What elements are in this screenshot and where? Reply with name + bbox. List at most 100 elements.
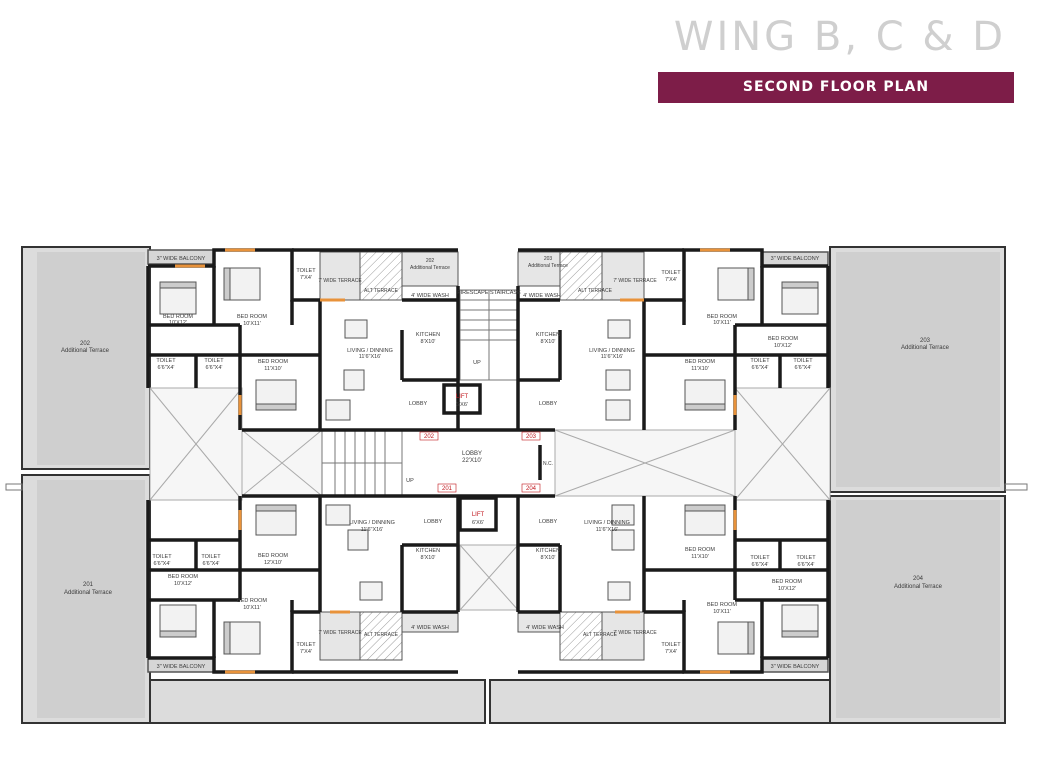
kitchen-label: KITCHEN <box>416 548 440 554</box>
wash-label: 4' WIDE WASH <box>411 625 449 631</box>
toilet-size: 6'6"X4' <box>798 562 815 568</box>
door-202-label: 202 <box>424 434 435 440</box>
lift-size: 6'X6' <box>472 520 484 526</box>
terrace-201-number: 201 <box>83 582 94 588</box>
flat-201: 3" WIDE BALCONY TOILET 7'X4' BED ROOM 10… <box>152 520 449 670</box>
wing-title: WING B, C & D <box>673 14 1007 60</box>
toilet-label: TOILET <box>793 358 813 364</box>
outer-terraces <box>5 246 1028 724</box>
floor-plan-label: SECOND FLOOR PLAN <box>742 79 930 95</box>
lobby-label: LOBBY <box>424 519 443 525</box>
door-203-label: 203 <box>526 434 537 440</box>
living-size: 11'6"X16' <box>359 354 382 360</box>
bedroom-size: 10'X12' <box>774 343 792 349</box>
toilet-label: TOILET <box>661 270 681 276</box>
toilet-size: 6'6"X4' <box>795 365 812 371</box>
light-wells <box>149 387 831 611</box>
toilet-size: 7'X4' <box>665 649 677 655</box>
kitchen-size: 8'X10' <box>421 339 436 345</box>
kitchen-size: 8'X10' <box>541 555 556 561</box>
door-201-label: 201 <box>442 486 453 492</box>
terrace-201-label: Additional Terrace <box>64 590 113 596</box>
lift-label: LIFT <box>456 394 469 400</box>
terrace-204-number: 204 <box>913 576 924 582</box>
toilet-size: 7'X4' <box>665 277 677 283</box>
bedroom-label: BED ROOM <box>707 314 737 320</box>
toilet-label: TOILET <box>296 268 316 274</box>
bedroom-label: BED ROOM <box>707 602 737 608</box>
bedroom-size: 10'X12' <box>169 320 187 326</box>
bottom-terrace-right <box>489 679 831 724</box>
flat-204: 3" WIDE BALCONY TOILET 7'X4' BED ROOM 10… <box>526 520 820 670</box>
lobby-label: LOBBY <box>539 519 558 525</box>
bedroom-size: 10'X11' <box>243 605 261 611</box>
toilet-label: TOILET <box>201 554 221 560</box>
terrace-202-number: 202 <box>80 341 91 347</box>
bedroom-label: BED ROOM <box>258 553 288 559</box>
toilet-size: 6'6"X4' <box>752 562 769 568</box>
bedroom-label: BED ROOM <box>768 336 798 342</box>
core: FIRESCAPE STAIRCASE UP UP LIFT 6'X6' LIF… <box>406 290 557 526</box>
living-label: LIVING / DINNING <box>584 520 630 526</box>
lift-label: LIFT <box>472 512 485 518</box>
add-terrace-number: 202 <box>426 258 435 264</box>
toilet-label: TOILET <box>796 555 816 561</box>
add-terrace-label: Additional Terrace <box>410 265 450 271</box>
toilet-label: TOILET <box>750 555 770 561</box>
kitchen-size: 8'X10' <box>541 339 556 345</box>
toilet-label: TOILET <box>750 358 770 364</box>
wash-label: 4' WIDE WASH <box>526 625 564 631</box>
firescape-label: FIRESCAPE STAIRCASE <box>457 290 521 296</box>
toilet-label: TOILET <box>156 358 176 364</box>
bedroom-size: 10'X12' <box>174 581 192 587</box>
terrace-label: 7' WIDE TERRACE <box>318 278 362 284</box>
bedroom-size: 11'X10' <box>691 366 709 372</box>
bedroom-label: BED ROOM <box>685 359 715 365</box>
terrace-label: 7' WIDE TERRACE <box>613 278 657 284</box>
living-size: 11'6"X16' <box>596 527 619 533</box>
lobby-label: LOBBY <box>409 401 428 407</box>
door-204-label: 204 <box>526 486 537 492</box>
toilet-size: 6'6"X4' <box>154 561 171 567</box>
furniture <box>159 267 819 655</box>
balcony-label: 3" WIDE BALCONY <box>157 664 206 670</box>
balcony-label: 3" WIDE BALCONY <box>771 256 820 262</box>
alt-terrace-label: ALT TERRACE <box>364 632 399 638</box>
kitchen-label: KITCHEN <box>536 332 560 338</box>
living-size: 11'6"X16' <box>601 354 624 360</box>
kitchen-label: KITCHEN <box>416 332 440 338</box>
bedroom-size: 10'X11' <box>243 321 261 327</box>
bedroom-size: 11'X10' <box>264 366 282 372</box>
door-accents <box>175 248 737 674</box>
bedroom-label: BED ROOM <box>258 359 288 365</box>
wash-label: 4' WIDE WASH <box>411 293 449 299</box>
lobby-label: LOBBY <box>539 401 558 407</box>
bedroom-size: 11'X10' <box>691 554 709 560</box>
bedroom-label: BED ROOM <box>237 598 267 604</box>
bedroom-size: 10'X11' <box>713 320 731 326</box>
bedroom-label: BED ROOM <box>685 547 715 553</box>
flat-203: 3" WIDE BALCONY TOILET 7'X4' BED ROOM 10… <box>523 256 820 372</box>
bottom-terrace-left <box>149 679 486 724</box>
toilet-label: TOILET <box>152 554 172 560</box>
terrace-203-number: 203 <box>920 338 931 344</box>
living-label: LIVING / DINNING <box>589 348 635 354</box>
stair-up-label: UP <box>406 478 414 484</box>
terrace-label: 7' WIDE TERRACE <box>613 630 657 636</box>
bedroom-size: 10'X11' <box>713 609 731 615</box>
terrace-204-label: Additional Terrace <box>894 584 943 590</box>
main-lobby-label: LOBBY <box>462 451 482 457</box>
toilet-label: TOILET <box>296 642 316 648</box>
balcony-label: 3" WIDE BALCONY <box>157 256 206 262</box>
kitchen-label: KITCHEN <box>536 548 560 554</box>
flat-202: 3" WIDE BALCONY TOILET 7'X4' BED ROOM 10… <box>156 256 450 372</box>
bedroom-size: 12'X10' <box>264 560 282 566</box>
toilet-label: TOILET <box>661 642 681 648</box>
bedroom-label: BED ROOM <box>237 314 267 320</box>
toilet-label: TOILET <box>204 358 224 364</box>
toilet-size: 6'6"X4' <box>158 365 175 371</box>
wash-label: 4' WIDE WASH <box>523 293 561 299</box>
walls <box>146 248 830 674</box>
toilet-size: 6'6"X4' <box>203 561 220 567</box>
bedroom-label: BED ROOM <box>163 314 193 320</box>
